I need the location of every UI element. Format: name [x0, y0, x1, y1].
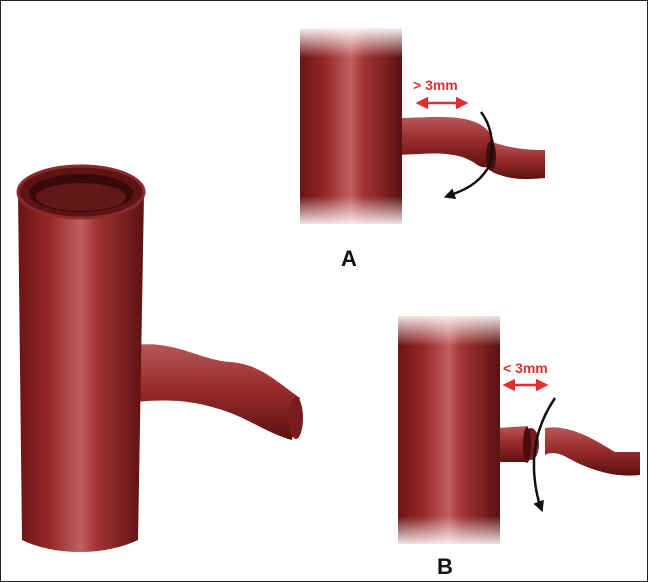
panel-b: < 3mm B	[394, 312, 640, 579]
panel-b-measure-label: < 3mm	[503, 360, 548, 376]
panel-b-constriction	[523, 427, 531, 463]
panel-a-measure-label: > 3mm	[413, 77, 458, 93]
panel-b-label: B	[437, 554, 453, 579]
main-vessel-branch	[135, 344, 300, 440]
panel-a-distal-branch	[492, 142, 545, 179]
panel-b-trunk	[398, 316, 500, 544]
main-vessel	[18, 166, 303, 552]
panel-a-label: A	[341, 246, 357, 271]
main-vessel-trunk	[18, 192, 144, 552]
panel-a: > 3mm A	[296, 26, 545, 271]
main-vessel-branch-end	[289, 397, 303, 439]
main-vessel-lumen-inner	[36, 183, 126, 211]
panel-a-branch	[395, 117, 495, 167]
panel-b-distal-branch	[545, 427, 640, 475]
